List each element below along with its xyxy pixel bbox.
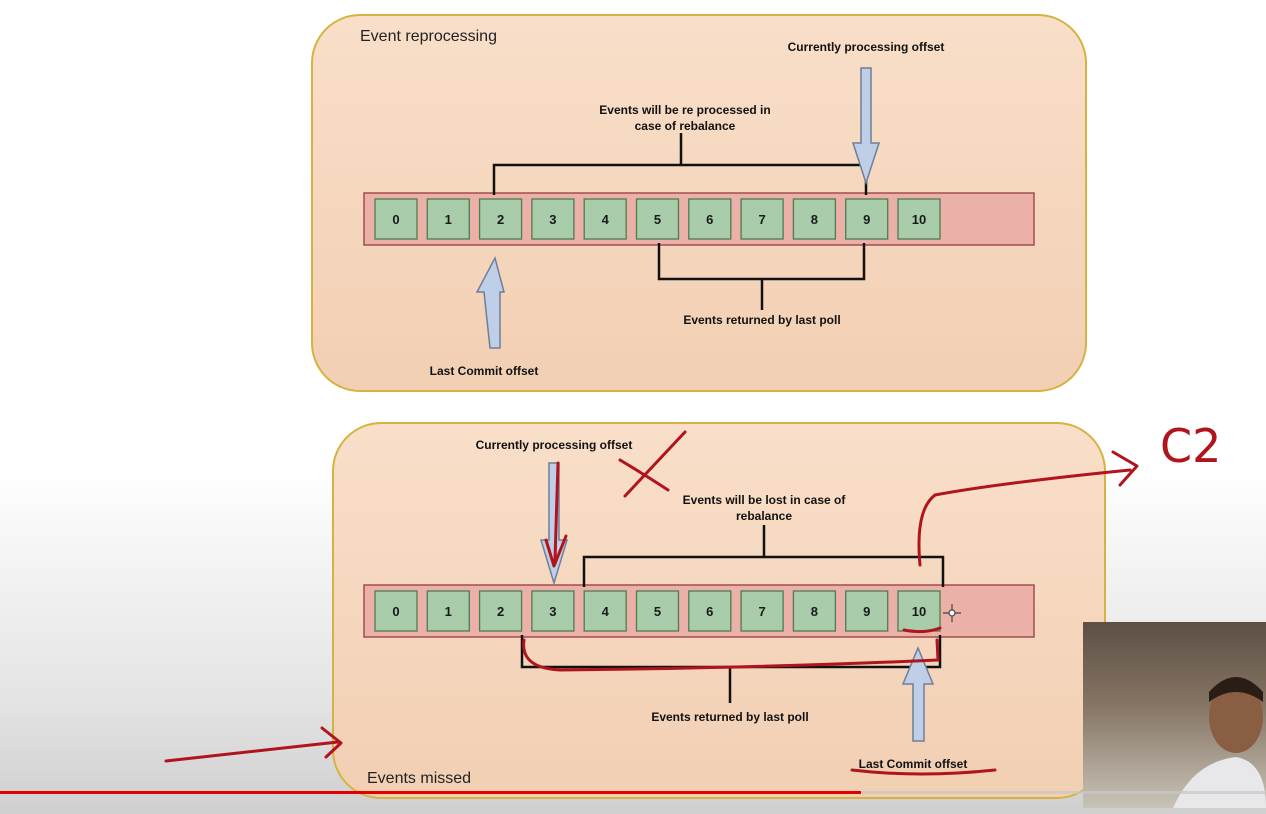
- offset-cell: [531, 198, 575, 240]
- panel-events-missed: Events missed 0 1 2 3 4 5 6 7 8 9 10 Events will b…: [332, 422, 1106, 799]
- pen-down-stroke: [544, 461, 568, 568]
- offset-cell: [478, 590, 523, 632]
- offset-cell: [583, 198, 627, 240]
- pen-arrow-left: [164, 726, 343, 763]
- pen-arrow-to-c2: [917, 450, 1139, 567]
- offset-cell-number: 7: [758, 212, 765, 227]
- offset-cell: [897, 590, 941, 632]
- offset-cell-number: 10: [912, 212, 926, 227]
- offset-cell: [740, 590, 784, 632]
- offset-cell-number: 5: [654, 604, 661, 619]
- offset-cell: [635, 590, 680, 632]
- offset-cell-number: 4: [602, 212, 610, 227]
- offset-cell: [792, 590, 837, 632]
- offset-cell-number: 1: [445, 604, 452, 619]
- video-progress-fill: [0, 791, 861, 794]
- offset-cell: [792, 198, 837, 240]
- panel-title: Event reprocessing: [360, 28, 497, 45]
- offset-cell-number: 2: [497, 604, 504, 619]
- offset-cell: [845, 590, 889, 632]
- panel-title: Events missed: [367, 770, 471, 787]
- offset-cell-number: 6: [706, 604, 713, 619]
- offset-cell-number: 1: [445, 212, 452, 227]
- offset-cell-number: 10: [912, 604, 926, 619]
- offset-cell: [897, 198, 941, 240]
- pen-underline-10: [902, 626, 942, 634]
- pen-annotations: [164, 430, 1139, 776]
- pen-under-cells: [522, 638, 940, 672]
- offset-cell-number: 9: [863, 604, 870, 619]
- offset-cell-number: 4: [602, 604, 610, 619]
- top-bracket-label-line2: rebalance: [736, 509, 792, 523]
- offset-cell: [478, 198, 523, 240]
- webcam-overlay: [1083, 622, 1266, 808]
- panel-event-reprocessing: Event reprocessing 0 1 2 3 4 5 6 7 8 9 10 Events w…: [311, 14, 1087, 392]
- bottom-bracket-label: Events returned by last poll: [683, 313, 840, 327]
- cross-mark: [623, 430, 687, 498]
- offset-cell: [583, 590, 627, 632]
- offset-cell: [426, 590, 470, 632]
- offset-cell-number: 3: [549, 604, 556, 619]
- top-bracket-label-line2: case of rebalance: [635, 119, 736, 133]
- offset-cell-number: 5: [654, 212, 661, 227]
- currently-processing-label: Currently processing offset: [476, 438, 633, 452]
- offset-cell: [688, 198, 732, 240]
- offset-cell: [688, 590, 732, 632]
- offset-cells: 0 1 2 3 4 5 6 7 8 9 10: [374, 590, 941, 632]
- last-commit-arrow: [901, 646, 935, 742]
- offset-cell-number: 8: [811, 212, 818, 227]
- offset-cells: 0 1 2 3 4 5 6 7 8 9 10: [374, 198, 941, 240]
- last-commit-label: Last Commit offset: [430, 364, 539, 378]
- offset-cell: [635, 198, 680, 240]
- currently-processing-label: Currently processing offset: [788, 40, 945, 54]
- offset-cell: [845, 198, 889, 240]
- last-commit-label: Last Commit offset: [859, 757, 968, 771]
- top-bracket-label-line1: Events will be re processed in: [599, 103, 770, 117]
- bottom-bracket-label: Events returned by last poll: [651, 710, 808, 724]
- last-commit-arrow: [475, 255, 505, 349]
- offset-cell-number: 7: [758, 604, 765, 619]
- offset-cell: [426, 198, 470, 240]
- currently-processing-arrow: [851, 67, 881, 186]
- c2-annotation: C2: [1160, 419, 1221, 473]
- offset-cell: [374, 590, 418, 632]
- move-cursor-icon: [943, 604, 961, 622]
- offset-cell-number: 0: [392, 604, 399, 619]
- offset-cell: [531, 590, 575, 632]
- offset-cell: [740, 198, 784, 240]
- top-bracket-label-line1: Events will be lost in case of: [683, 493, 847, 507]
- video-progress-bar[interactable]: [0, 791, 1266, 794]
- offset-cell-number: 9: [863, 212, 870, 227]
- presenter-icon: [1173, 677, 1266, 808]
- pen-underline-commit: [850, 768, 997, 776]
- offset-cell-number: 6: [706, 212, 713, 227]
- offset-cell: [374, 198, 418, 240]
- offset-cell-number: 3: [549, 212, 556, 227]
- offset-cell-number: 8: [811, 604, 818, 619]
- cross-mark: [618, 458, 670, 492]
- offset-cell-number: 0: [392, 212, 399, 227]
- offset-cell-number: 2: [497, 212, 504, 227]
